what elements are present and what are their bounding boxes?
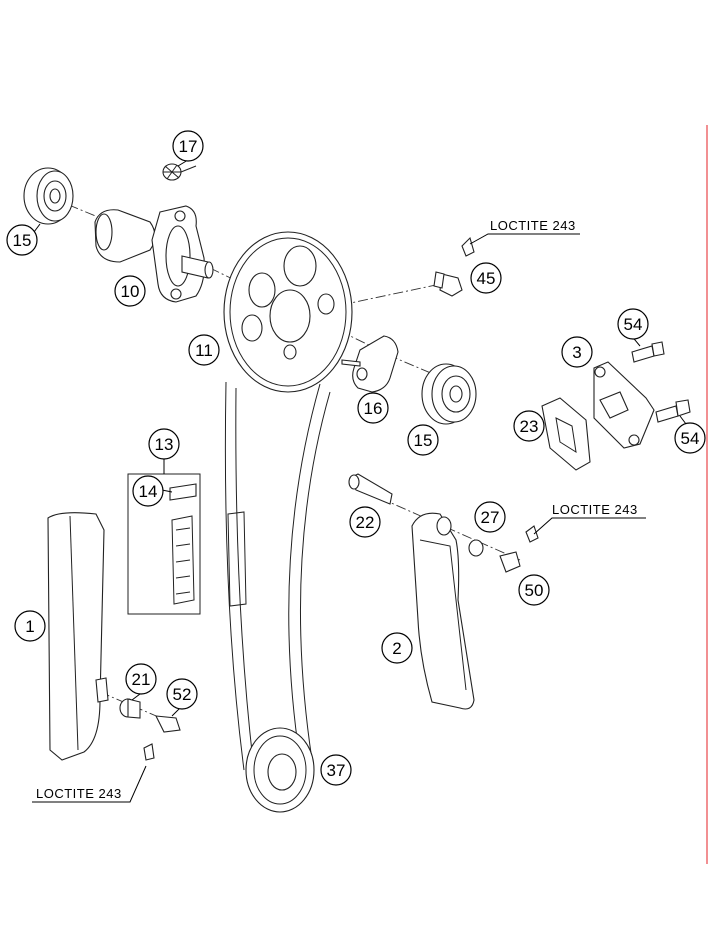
timing-chain-loop xyxy=(224,381,331,771)
leader-15a xyxy=(33,223,41,233)
part-11-cam-sprocket xyxy=(223,231,353,393)
callout-3: 3 xyxy=(561,336,593,368)
leader-21 xyxy=(131,693,141,701)
part-37-crank-sprocket xyxy=(245,727,315,813)
callout-23: 23 xyxy=(513,410,545,442)
callout-15-top: 15 xyxy=(6,224,38,256)
callout-1: 1 xyxy=(14,610,46,642)
svg-text:54: 54 xyxy=(624,315,643,334)
part-45-sprocket-bolt xyxy=(433,236,475,297)
part-22-pin xyxy=(348,473,393,505)
callout-50: 50 xyxy=(518,574,550,606)
svg-text:10: 10 xyxy=(121,282,140,301)
part-1-guide-rail xyxy=(47,512,109,761)
svg-text:45: 45 xyxy=(477,269,496,288)
callout-21: 21 xyxy=(125,663,157,695)
part-16-decompressor xyxy=(341,335,399,393)
svg-text:11: 11 xyxy=(195,341,213,360)
part-54-bolt-top xyxy=(631,341,665,363)
part-27-washer xyxy=(468,539,484,557)
leader-loctite-bottom xyxy=(32,765,147,803)
leader-loctite-mid xyxy=(533,517,646,535)
callout-16: 16 xyxy=(357,392,389,424)
loctite-note-bottom: LOCTITE 243 xyxy=(36,786,122,801)
svg-text:2: 2 xyxy=(392,639,401,658)
svg-text:23: 23 xyxy=(520,417,539,436)
leader-14 xyxy=(161,489,173,493)
leader-loctite-top xyxy=(469,233,580,245)
svg-text:17: 17 xyxy=(179,137,198,156)
part-15-bearing-right xyxy=(421,363,477,425)
svg-text:52: 52 xyxy=(173,685,192,704)
callout-13: 13 xyxy=(148,428,180,460)
svg-text:27: 27 xyxy=(481,508,500,527)
callout-2: 2 xyxy=(381,632,413,664)
part-15-bearing-top xyxy=(23,167,74,225)
callout-15-right: 15 xyxy=(407,424,439,456)
svg-text:13: 13 xyxy=(155,435,174,454)
callout-17: 17 xyxy=(172,130,204,162)
svg-text:22: 22 xyxy=(356,513,375,532)
part-52-bolt xyxy=(143,715,181,761)
part-21-spacer xyxy=(119,698,141,719)
loctite-note-top: LOCTITE 243 xyxy=(490,218,576,233)
axis-sprocket-bolt xyxy=(269,281,451,321)
callout-10: 10 xyxy=(114,275,146,307)
svg-text:37: 37 xyxy=(327,761,346,780)
svg-text:50: 50 xyxy=(525,581,544,600)
callout-45: 45 xyxy=(470,262,502,294)
svg-text:3: 3 xyxy=(572,343,581,362)
part-50-bolt xyxy=(499,525,539,573)
part-54-bolt-bottom xyxy=(655,399,691,423)
leader-54b xyxy=(679,415,687,425)
svg-text:16: 16 xyxy=(364,399,383,418)
part-3-chain-tensioner xyxy=(593,361,655,449)
callout-52: 52 xyxy=(166,678,198,710)
callout-22: 22 xyxy=(349,506,381,538)
part-17-spring xyxy=(162,163,197,181)
callout-37: 37 xyxy=(320,754,352,786)
callout-14: 14 xyxy=(132,475,164,507)
svg-text:1: 1 xyxy=(25,617,34,636)
svg-text:15: 15 xyxy=(414,431,433,450)
callout-54-top: 54 xyxy=(617,308,649,340)
part-23-gasket xyxy=(541,397,591,471)
callout-27: 27 xyxy=(474,501,506,533)
callout-11: 11 xyxy=(188,334,220,366)
svg-text:54: 54 xyxy=(681,429,700,448)
svg-text:15: 15 xyxy=(13,231,32,250)
svg-text:14: 14 xyxy=(139,482,158,501)
leader-52 xyxy=(171,707,181,717)
part-10-camshaft xyxy=(94,205,214,303)
callout-54-bottom: 54 xyxy=(674,422,706,454)
part-2-tensioner-rail xyxy=(411,512,475,710)
svg-text:21: 21 xyxy=(132,670,151,689)
loctite-note-mid: LOCTITE 243 xyxy=(552,502,638,517)
